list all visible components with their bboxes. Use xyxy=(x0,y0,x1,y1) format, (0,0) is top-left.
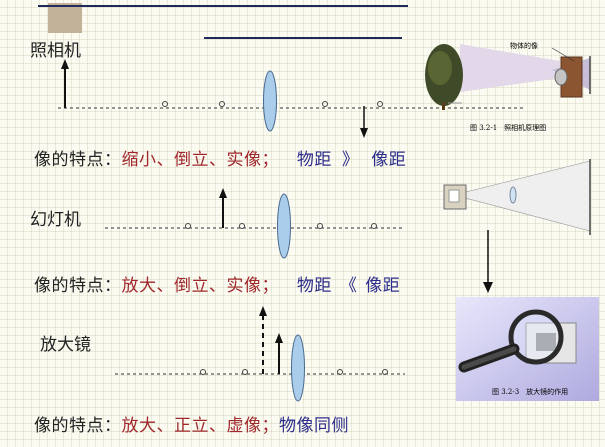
camera-image-label: 物体的像 xyxy=(510,41,538,50)
focal-point xyxy=(162,101,168,107)
focal-point xyxy=(382,369,388,375)
magnifier-caption: 图 3.2-3 放大镜的作用 xyxy=(492,387,568,396)
camera-title: 照相机 xyxy=(30,41,81,61)
focal-point xyxy=(219,101,225,107)
convex-lens xyxy=(291,334,305,402)
camera-caption: 图 3.2-1 照相机原理图 xyxy=(470,123,546,132)
convex-lens xyxy=(277,193,291,259)
focal-point xyxy=(242,369,248,375)
magnifier-title: 放大镜 xyxy=(40,335,91,355)
focal-point xyxy=(322,101,328,107)
camera-feature-line: 像的特点：缩小、倒立、实像； 物距 》 像距 xyxy=(34,150,407,170)
magnifier-photo: 图 3.2-3 放大镜的作用 xyxy=(456,297,599,401)
focal-point xyxy=(317,223,323,229)
focal-point xyxy=(377,101,383,107)
projector-feature-line: 像的特点：放大、倒立、实像； 物距 《 像距 xyxy=(34,276,401,296)
focal-point xyxy=(239,223,245,229)
focal-point xyxy=(371,223,377,229)
focal-point xyxy=(337,369,343,375)
camera-principle-photo: 物体的像 图 3.2-1 照相机原理图 xyxy=(422,30,600,140)
top-rule xyxy=(38,5,408,7)
corner-square xyxy=(48,3,82,33)
convex-lens xyxy=(263,70,277,132)
projector-photo xyxy=(440,157,600,237)
focal-point xyxy=(200,369,206,375)
projector-title: 幻灯机 xyxy=(30,210,81,230)
magnifier-illustration: 图 3.2-3 放大镜的作用 xyxy=(456,297,599,401)
magnifier-feature-line: 像的特点：放大、正立、虚像；物像同侧 xyxy=(34,416,349,436)
projector-illustration xyxy=(443,159,591,235)
focal-point xyxy=(185,223,191,229)
camera-principle-illustration: 物体的像 图 3.2-1 照相机原理图 xyxy=(425,41,591,132)
section-rule xyxy=(204,37,402,39)
